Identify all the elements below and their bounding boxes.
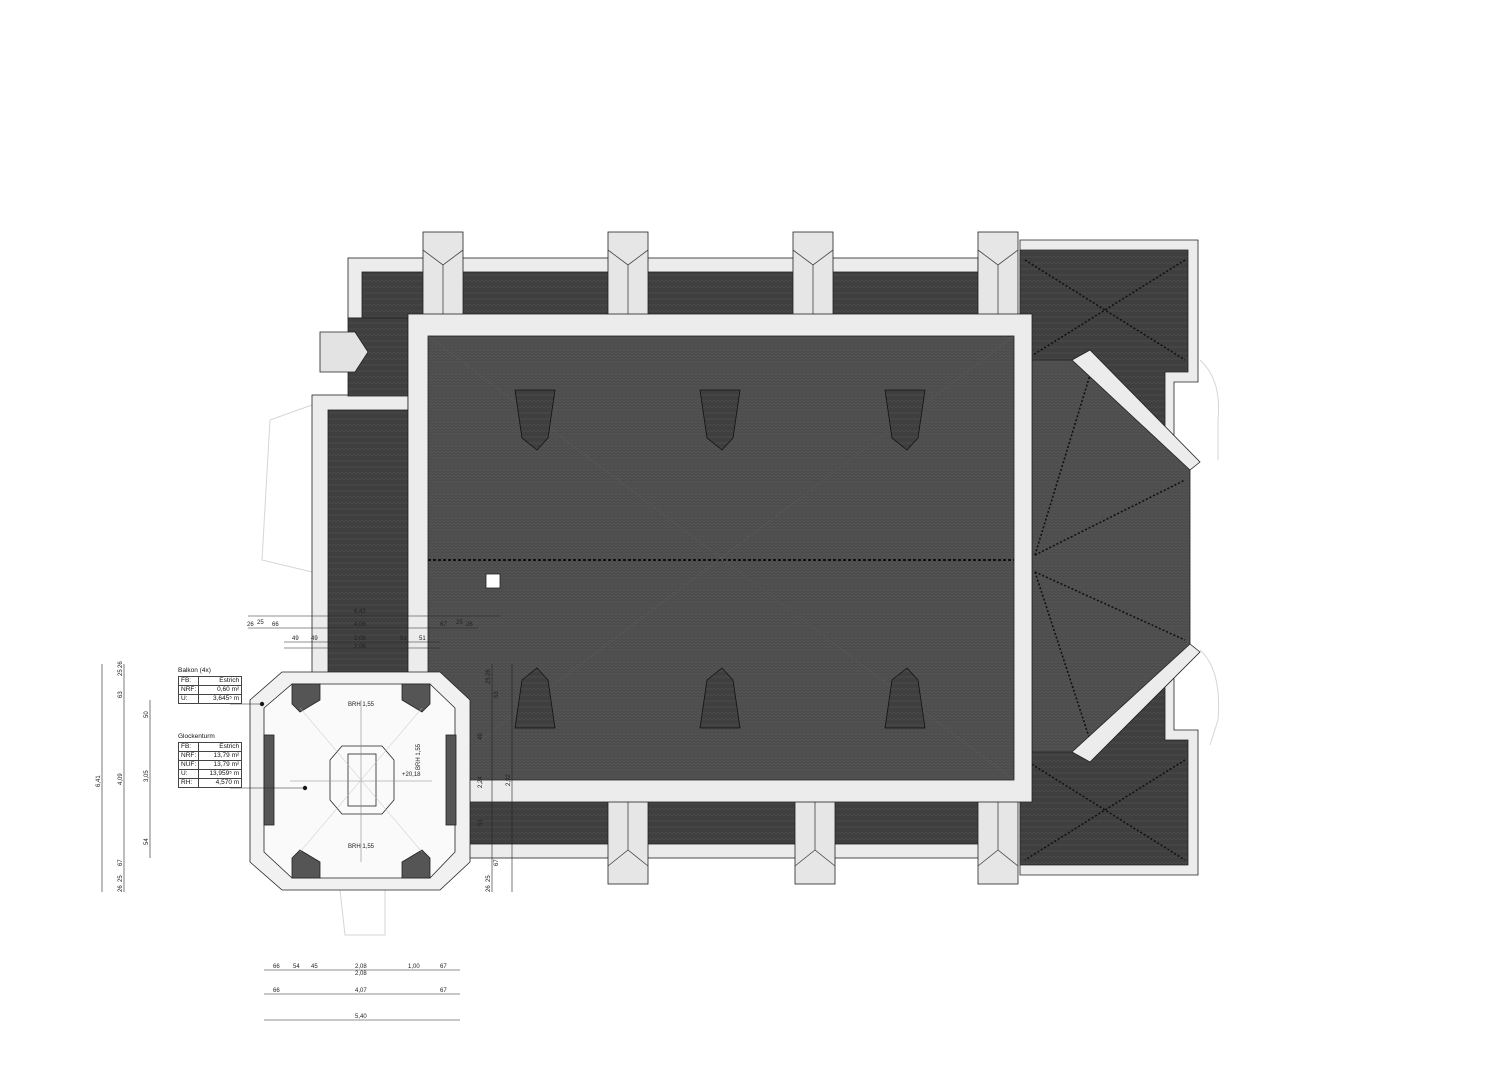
- dim-right-0: 25: [486, 677, 492, 684]
- dim-right-7: 67: [494, 859, 500, 866]
- roof-apse: [1019, 239, 1201, 876]
- dim-left-m1: 26: [118, 661, 124, 668]
- dim-left-i2: 54: [144, 838, 150, 845]
- dim-right-9: 26: [486, 885, 492, 892]
- leader-lines: [230, 703, 305, 789]
- table-row: U:13,959⁵ m: [177, 769, 243, 779]
- tower-label-top: BRH 1,55: [348, 702, 375, 708]
- tower-level: +20,18: [402, 772, 421, 778]
- dim-left-m0: 25: [118, 669, 124, 676]
- dim-left-m3: 4,09: [118, 773, 124, 785]
- table-row: NRF:13,79 m²: [177, 751, 243, 761]
- dim-bottom-total: 5,40: [355, 1014, 367, 1020]
- glockenturm-table-title: Glockenturm: [178, 733, 215, 740]
- dim-top-r3-0: 49: [292, 636, 299, 642]
- dim-left-i1: 3,05: [144, 770, 150, 782]
- dim-left-i0: 50: [144, 711, 150, 718]
- bell-tower: [249, 671, 471, 891]
- dim-bottom-r2-1: 4,07: [355, 988, 367, 994]
- dim-top-r3b: 2,06: [354, 644, 366, 650]
- dim-lines-top: [248, 615, 500, 649]
- dim-right-3: 2,24: [478, 776, 484, 788]
- dim-bottom-r1b: 2,08: [355, 971, 367, 977]
- dim-bottom-r1-5: 67: [440, 964, 447, 970]
- dim-bottom-r2-0: 66: [273, 988, 280, 994]
- dim-right-8: 25: [486, 875, 492, 882]
- dim-top-r2-6: 26: [466, 622, 473, 628]
- buttress-ridges: [422, 249, 1019, 867]
- roof-left-side: [311, 317, 409, 676]
- dim-right-5: 2,92: [506, 774, 512, 786]
- balkon-table-grid: FB:Estrich NRF:0,60 m² U:3,645⁵ m: [177, 676, 243, 704]
- dim-top-r2-0: 26: [247, 622, 254, 628]
- dim-right-4: 49: [478, 733, 484, 740]
- dim-bottom-r1-4: 1,00: [408, 964, 420, 970]
- dim-top-r3-1: 49: [311, 636, 318, 642]
- dim-lines-left: [101, 664, 151, 892]
- dim-lines-right: [491, 664, 513, 892]
- dim-left-m5: 25: [118, 875, 124, 882]
- table-row: FB:Estrich: [177, 742, 243, 752]
- glockenturm-table-grid: FB:Estrich NRF:13,79 m² NUF:13,79 m² U:1…: [177, 742, 243, 788]
- dim-top-r2-5: 25: [456, 620, 463, 626]
- dim-bottom-r1-2: 45: [311, 964, 318, 970]
- table-row: NRF:0,60 m²: [177, 685, 243, 695]
- tower-label-right: BRH 1,55: [416, 743, 422, 770]
- dim-bottom-r1-3: 2,08: [355, 964, 367, 970]
- ghost-outlines: [261, 359, 1220, 936]
- dim-top-r2-2: 66: [272, 622, 279, 628]
- dim-top-r3-2: 2,08: [354, 636, 366, 642]
- dim-right-1: 26: [486, 669, 492, 676]
- dim-right-2: 63: [494, 691, 500, 698]
- dim-top-r2-3: 4,06: [354, 622, 366, 628]
- dim-left-m6: 26: [118, 885, 124, 892]
- dim-left-total: 6,41: [96, 775, 102, 787]
- dim-top-r2-1: 25: [257, 620, 264, 626]
- dim-left-m4: 67: [118, 859, 124, 866]
- balkon-table-title: Balkon (4x): [178, 667, 211, 674]
- glockenturm-table: Glockenturm FB:Estrich NRF:13,79 m² NUF:…: [177, 733, 243, 788]
- dim-bottom-r2-2: 67: [440, 988, 447, 994]
- table-row: RH:4,570 m: [177, 778, 243, 788]
- dormers: [514, 389, 926, 729]
- dim-right-6: 51: [478, 819, 484, 826]
- balkon-table: Balkon (4x) FB:Estrich NRF:0,60 m² U:3,6…: [177, 667, 243, 704]
- dim-lines-bottom: [264, 969, 460, 1021]
- dim-top-r3-4: 51: [419, 636, 426, 642]
- dim-top-r2-4: 67: [440, 622, 447, 628]
- dim-bottom-r1-0: 66: [273, 964, 280, 970]
- dim-bottom-r1-1: 54: [293, 964, 300, 970]
- tower-label-bottom: BRH 1,55: [348, 844, 375, 850]
- table-row: NUF:13,79 m²: [177, 760, 243, 770]
- table-row: U:3,645⁵ m: [177, 694, 243, 704]
- table-row: FB:Estrich: [177, 676, 243, 686]
- dim-top-total: 6,43: [354, 609, 366, 615]
- dim-top-r3-3: 51: [400, 636, 407, 642]
- roof-nave: [407, 313, 1033, 803]
- dim-left-m2: 63: [118, 691, 124, 698]
- roof-bottom-side: [454, 799, 981, 859]
